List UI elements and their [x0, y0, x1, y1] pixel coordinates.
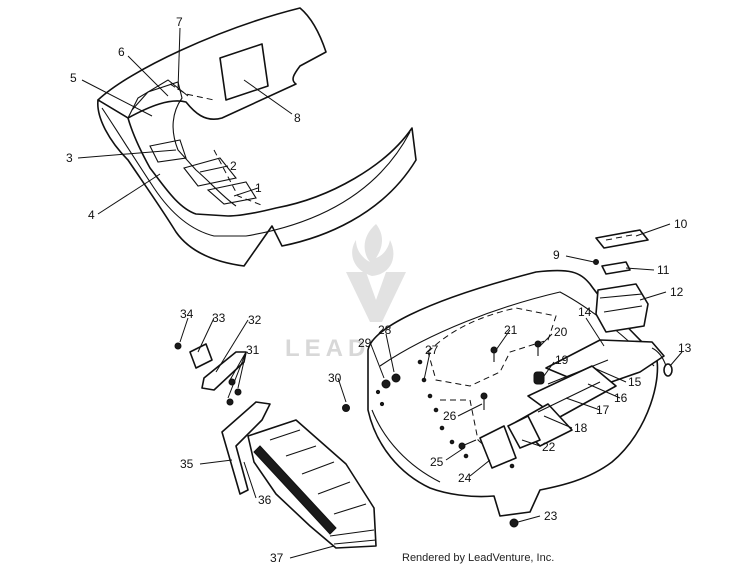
callout-24: 24 [458, 471, 472, 485]
callout-5: 5 [70, 71, 77, 85]
side-panel-top-edge [379, 291, 655, 367]
bumper-36 [247, 419, 377, 549]
leader-lines [77, 27, 683, 559]
callout-14: 14 [578, 305, 592, 319]
ring-13 [663, 363, 673, 377]
hood-lower-shell [97, 99, 417, 267]
callout-9: 9 [553, 248, 560, 262]
callout-2: 2 [230, 159, 237, 173]
fastener-9 [593, 259, 599, 265]
callout-32: 32 [248, 313, 262, 327]
callout-12: 12 [670, 285, 684, 299]
grommet-19 [533, 371, 545, 385]
bumper-rubber-strip [253, 445, 337, 535]
recess-strip-3 [149, 139, 187, 163]
callout-7: 7 [176, 15, 183, 29]
callout-30: 30 [328, 371, 342, 385]
screw-31c [226, 398, 234, 406]
lid-10-slots [605, 234, 633, 241]
screw-31b [234, 388, 242, 396]
pad-11 [601, 261, 631, 275]
callout-13: 13 [678, 341, 692, 355]
fastener-28 [391, 373, 401, 383]
callout-6: 6 [118, 45, 125, 59]
plate-33 [189, 343, 213, 369]
bumper-assembly [174, 342, 377, 549]
recess-outline [131, 81, 237, 207]
callout-11: 11 [657, 263, 670, 277]
screw-34 [174, 342, 182, 350]
callout-28: 28 [378, 323, 392, 337]
hood-rim-edge [101, 107, 411, 237]
callout-31: 31 [246, 343, 260, 357]
storage-box-assembly [593, 229, 649, 333]
side-panel-front-edge [371, 409, 441, 483]
callout-15: 15 [628, 375, 642, 389]
callout-8: 8 [294, 111, 301, 125]
callout-3: 3 [66, 151, 73, 165]
box-12 [595, 283, 649, 333]
callout-23: 23 [544, 509, 558, 523]
callout-25: 25 [430, 455, 444, 469]
callout-17: 17 [596, 403, 610, 417]
callout-18: 18 [574, 421, 588, 435]
screw-26-head [480, 392, 488, 400]
callout-36: 36 [258, 493, 272, 507]
latch-22 [507, 415, 541, 449]
screw-21-head [490, 346, 498, 354]
callout-35: 35 [180, 457, 194, 471]
callout-21: 21 [504, 323, 518, 337]
callout-16: 16 [614, 391, 628, 405]
callout-27: 27 [425, 343, 439, 357]
callout-19: 19 [555, 353, 569, 367]
fastener-29 [381, 379, 391, 389]
hood-hidden-lines [169, 83, 265, 207]
bumper-tip-37 [329, 529, 377, 545]
box-12-detail [599, 293, 643, 313]
strap-detail [537, 359, 609, 413]
callout-22: 22 [542, 440, 556, 454]
recess-strip-2 [183, 157, 237, 187]
callout-29: 29 [358, 336, 372, 350]
bolt-23 [509, 518, 519, 528]
hood-top-panel [97, 7, 327, 120]
hood-assembly [97, 7, 417, 267]
bumper-support-35 [221, 401, 271, 495]
render-credit: Rendered by LeadVenture, Inc. [402, 552, 555, 564]
pin-25-head [458, 442, 466, 450]
callout-1: 1 [255, 181, 262, 195]
washer-30 [342, 404, 350, 412]
side-panel [367, 269, 659, 517]
callout-labels: 1 2 3 4 5 6 7 8 9 10 11 12 13 14 15 16 1… [66, 15, 692, 565]
callout-33: 33 [212, 311, 226, 325]
callout-37: 37 [270, 551, 284, 565]
panel-dots [375, 359, 515, 469]
callout-20: 20 [554, 325, 568, 339]
lid-10 [595, 229, 649, 249]
screw-20-head [534, 340, 542, 348]
callout-4: 4 [88, 208, 95, 222]
callout-34: 34 [180, 307, 194, 321]
bumper-ribs [269, 429, 367, 515]
callout-10: 10 [674, 217, 688, 231]
bracket-24 [479, 425, 517, 469]
decal-8 [219, 43, 269, 101]
recess-strip-1 [206, 181, 257, 205]
side-panel-assembly [342, 269, 659, 528]
callout-26: 26 [443, 409, 457, 423]
